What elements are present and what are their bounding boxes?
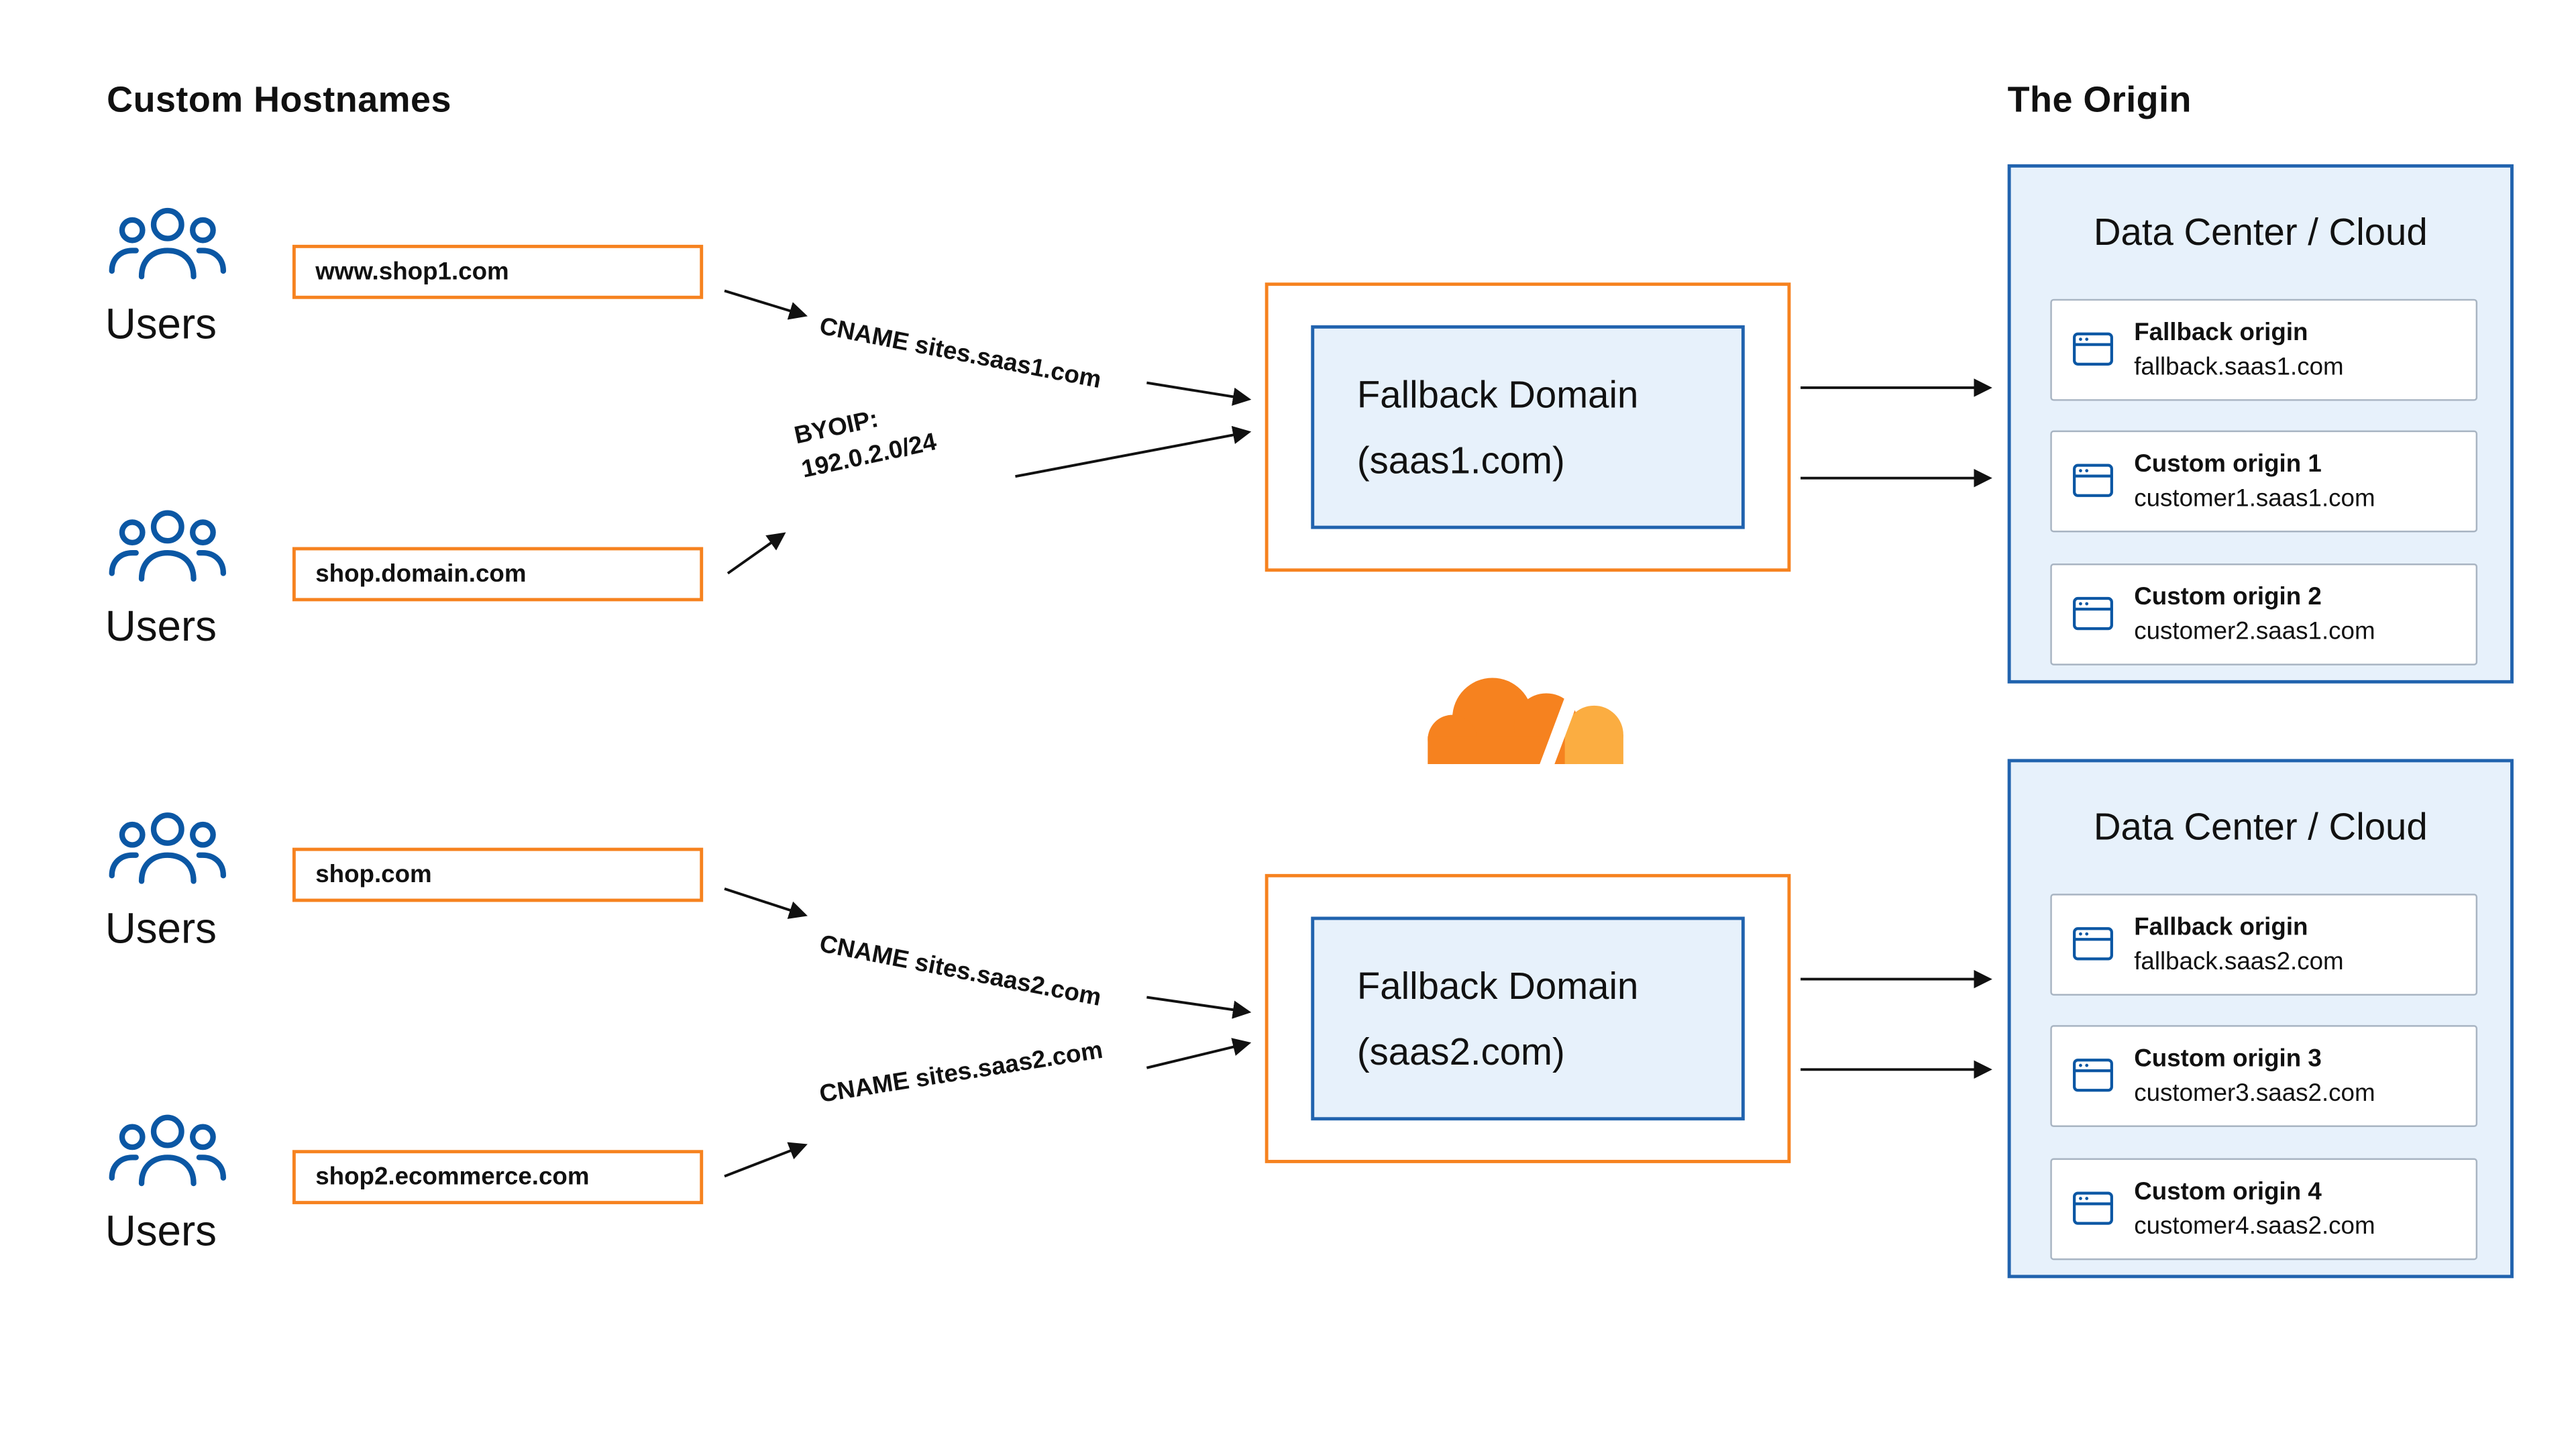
browser-window-icon [2073, 1059, 2113, 1092]
origin-host: customer3.saas2.com [2134, 1079, 2375, 1108]
route-label-cname-saas2-a: CNAME sites.saas2.com [817, 930, 1104, 1012]
origin-host: customer2.saas1.com [2134, 617, 2375, 646]
hostname-box-www-shop1: www.shop1.com [292, 244, 704, 299]
users-icon [109, 812, 227, 884]
origin-host: customer1.saas1.com [2134, 484, 2375, 513]
origin-title: The Origin [2007, 78, 2192, 120]
users-label: Users [105, 903, 217, 953]
fallback-domain-inner: Fallback Domain (saas2.com) [1311, 916, 1745, 1121]
fallback-domain-inner: Fallback Domain (saas1.com) [1311, 325, 1745, 529]
users-icon [109, 510, 227, 582]
route-label-byoip: BYOIP: 192.0.2.0/24 [792, 405, 939, 484]
origin-name: Fallback origin [2134, 319, 2308, 347]
users-label: Users [105, 1205, 217, 1256]
origin-card-custom4: Custom origin 4 customer4.saas2.com [2050, 1158, 2478, 1260]
origin-host: customer4.saas2.com [2134, 1212, 2375, 1240]
hostname-box-shop2-ecommerce: shop2.ecommerce.com [292, 1150, 704, 1205]
origin-card-custom2: Custom origin 2 customer2.saas1.com [2050, 564, 2478, 665]
data-center-title: Data Center / Cloud [2093, 210, 2428, 254]
origin-name: Custom origin 1 [2134, 450, 2322, 478]
origin-card-fallback-saas1: Fallback origin fallback.saas1.com [2050, 299, 2478, 401]
hostname-label: shop.domain.com [315, 560, 527, 588]
origin-host: fallback.saas1.com [2134, 353, 2344, 382]
origin-card-custom1: Custom origin 1 customer1.saas1.com [2050, 430, 2478, 533]
fallback-domain-host: (saas2.com) [1356, 1030, 1565, 1073]
browser-window-icon [2073, 1191, 2113, 1225]
hostname-box-shop: shop.com [292, 847, 704, 902]
browser-window-icon [2073, 927, 2113, 961]
origin-name: Custom origin 4 [2134, 1177, 2322, 1206]
fallback-domain-box-saas1: Fallback Domain (saas1.com) [1265, 282, 1791, 572]
browser-window-icon [2073, 332, 2113, 366]
users-group-3: Users [105, 805, 263, 955]
origin-name: Fallback origin [2134, 913, 2308, 942]
users-label: Users [105, 601, 217, 651]
hostname-label: www.shop1.com [315, 258, 509, 286]
fallback-domain-box-saas2: Fallback Domain (saas2.com) [1265, 873, 1791, 1163]
cloudflare-logo [1404, 678, 1652, 773]
browser-window-icon [2073, 596, 2113, 631]
route-label-cname-saas2-b: CNAME sites.saas2.com [817, 1036, 1105, 1109]
hostname-box-shop-domain: shop.domain.com [292, 547, 704, 602]
fallback-domain-name: Fallback Domain [1356, 964, 1639, 1008]
origin-name: Custom origin 3 [2134, 1044, 2322, 1073]
data-center-box-2: Data Center / Cloud Fallback origin fall… [2007, 759, 2514, 1279]
origin-host: fallback.saas2.com [2134, 948, 2344, 976]
users-label: Users [105, 299, 217, 349]
users-group-4: Users [105, 1108, 263, 1257]
browser-window-icon [2073, 464, 2113, 497]
hostname-label: shop.com [315, 861, 432, 889]
users-group-2: Users [105, 502, 263, 652]
custom-hostnames-title: Custom Hostnames [107, 78, 451, 120]
users-icon [109, 1114, 227, 1187]
data-center-box-1: Data Center / Cloud Fallback origin fall… [2007, 164, 2514, 684]
data-center-title: Data Center / Cloud [2093, 805, 2428, 848]
fallback-domain-name: Fallback Domain [1356, 372, 1639, 416]
users-group-1: Users [105, 201, 263, 350]
route-label-cname-saas1: CNAME sites.saas1.com [817, 312, 1104, 394]
origin-name: Custom origin 2 [2134, 583, 2322, 612]
fallback-domain-host: (saas1.com) [1356, 438, 1565, 482]
origin-card-fallback-saas2: Fallback origin fallback.saas2.com [2050, 894, 2478, 996]
origin-card-custom3: Custom origin 3 customer3.saas2.com [2050, 1025, 2478, 1128]
users-icon [109, 207, 227, 280]
hostname-label: shop2.ecommerce.com [315, 1163, 590, 1191]
